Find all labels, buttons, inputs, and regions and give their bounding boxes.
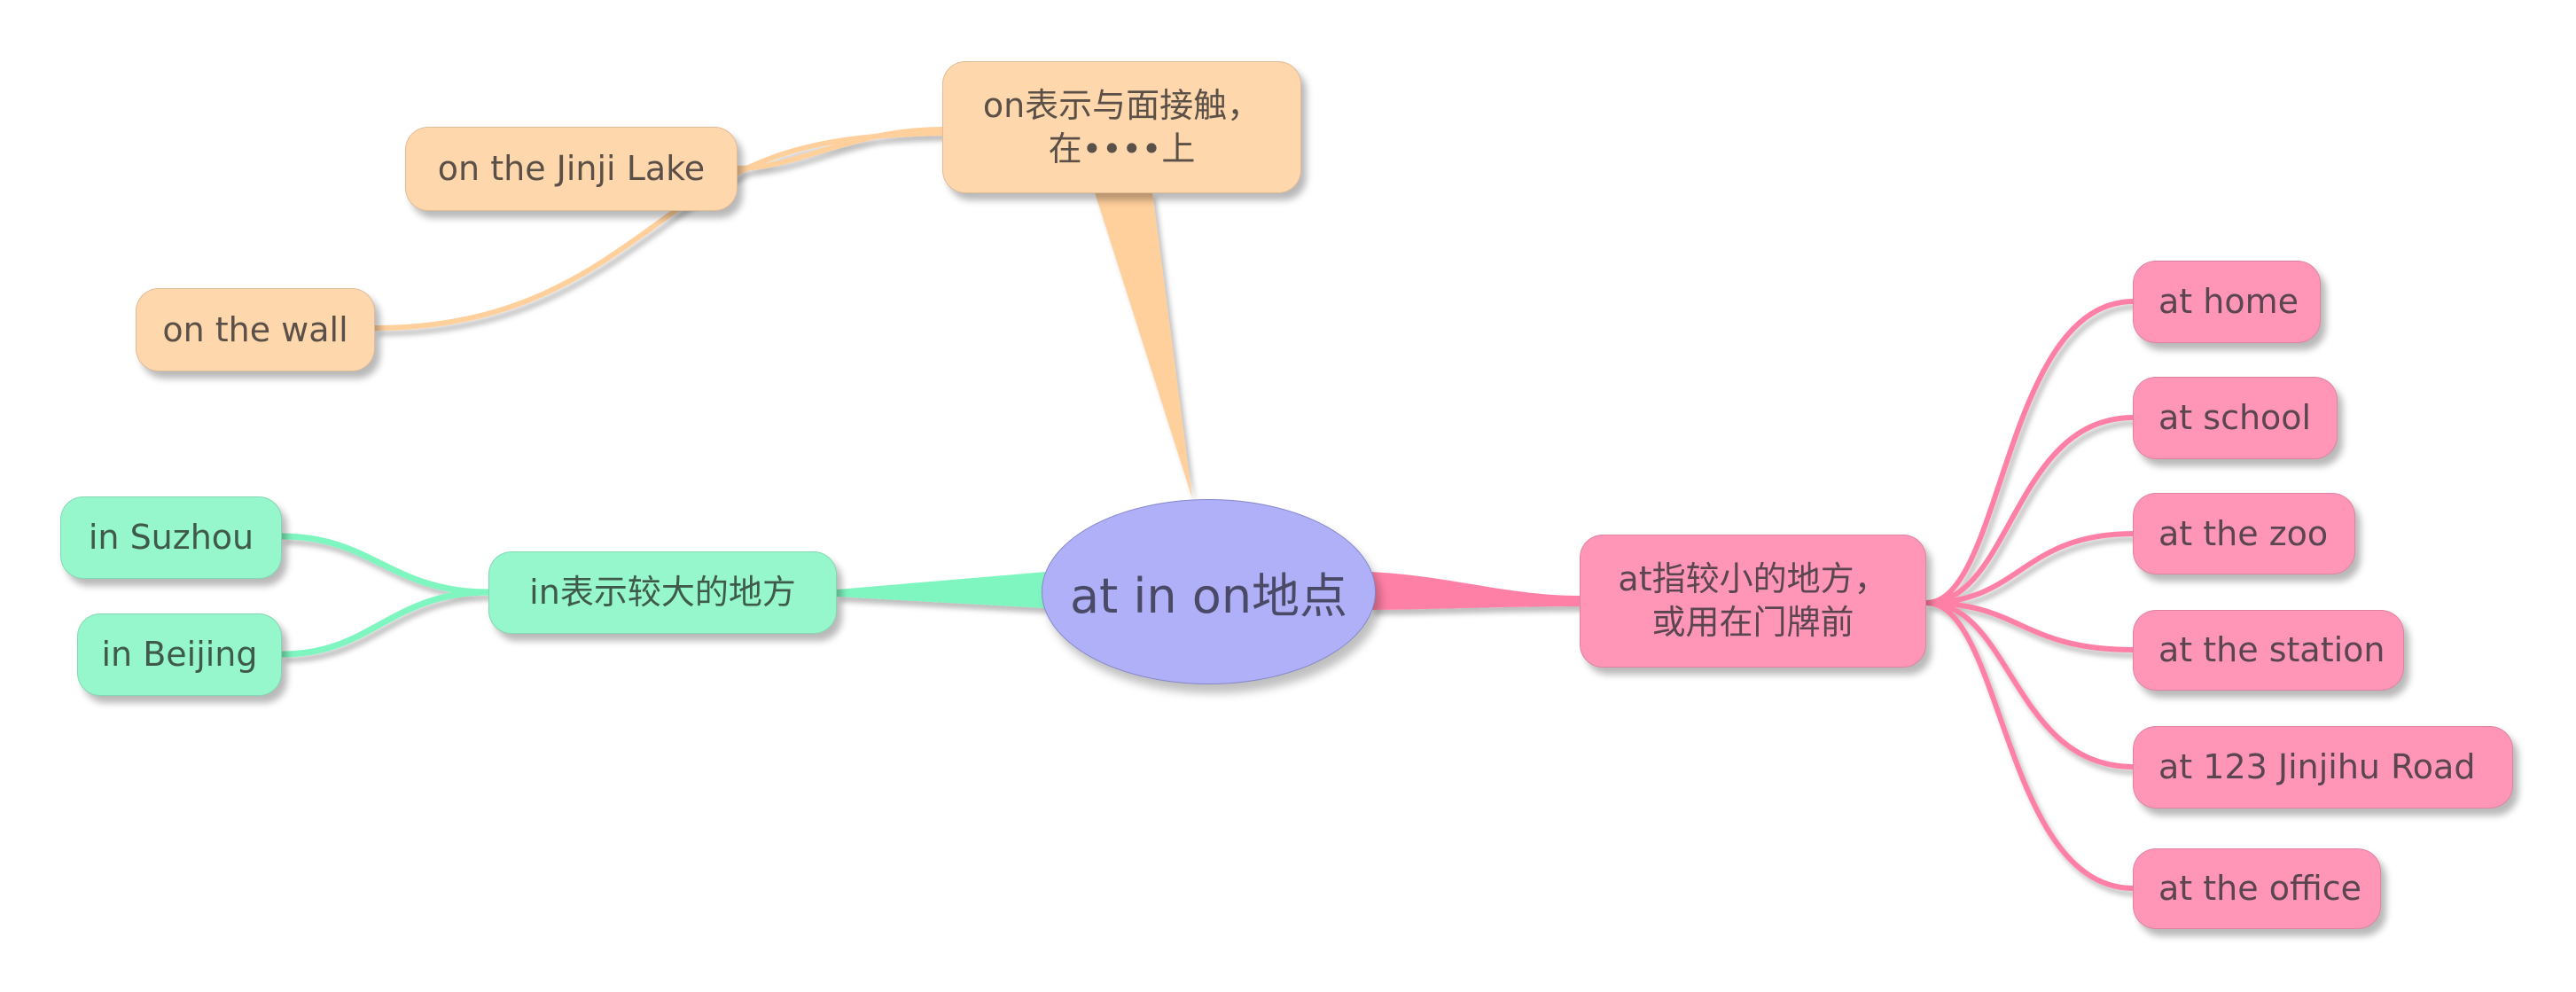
at-child-station[interactable]: at the station [2133,610,2404,691]
root-node[interactable]: at in on地点 [1042,499,1376,684]
child-label: at the office [2158,869,2361,909]
at-branch-label: at指较小的地方， 或用在门牌前 [1618,559,1888,642]
connector-at-station [1925,600,2135,652]
in-child-beijing[interactable]: in Beijing [77,613,282,696]
at-child-zoo[interactable]: at the zoo [2133,493,2355,574]
on-branch-label: on表示与面接触， 在••••上 [982,85,1261,168]
child-label: at the station [2158,630,2385,670]
child-label: at 123 Jinjihu Road [2158,747,2476,787]
connector-at-zoo [1925,531,2135,605]
at-child-school[interactable]: at school [2133,377,2338,459]
in-child-suzhou[interactable]: in Suzhou [60,496,282,579]
at-branch-node[interactable]: at指较小的地方， 或用在门牌前 [1580,535,1926,668]
connector-root-in [837,572,1046,608]
at-child-home[interactable]: at home [2133,261,2321,343]
child-label: at the zoo [2158,513,2329,553]
connector-on-jinji-lake [737,127,944,171]
child-label: on the Jinji Lake [437,149,706,189]
connector-at-home [1925,299,2135,605]
at-child-road[interactable]: at 123 Jinjihu Road [2133,726,2513,808]
on-child-wall[interactable]: on the wall [136,288,375,371]
child-label: at home [2158,282,2299,322]
connector-in-beijing [281,589,490,658]
child-label: on the wall [162,309,348,349]
in-branch-node[interactable]: in表示较大的地方 [488,551,837,634]
on-child-jinji-lake[interactable]: on the Jinji Lake [405,127,738,211]
connector-at-road [1925,600,2135,769]
in-branch-label: in表示较大的地方 [529,573,796,613]
root-label: at in on地点 [1069,568,1348,624]
connector-at-office [1925,600,2135,891]
connector-at-school [1925,415,2135,605]
connector-root-at [1370,572,1581,610]
at-child-office[interactable]: at the office [2133,848,2381,929]
child-label: in Suzhou [88,518,254,558]
on-branch-node[interactable]: on表示与面接触， 在••••上 [942,61,1301,193]
connector-in-suzhou [281,533,490,596]
child-label: in Beijing [101,635,258,675]
child-label: at school [2158,398,2312,438]
connector-root-on [1095,192,1192,498]
